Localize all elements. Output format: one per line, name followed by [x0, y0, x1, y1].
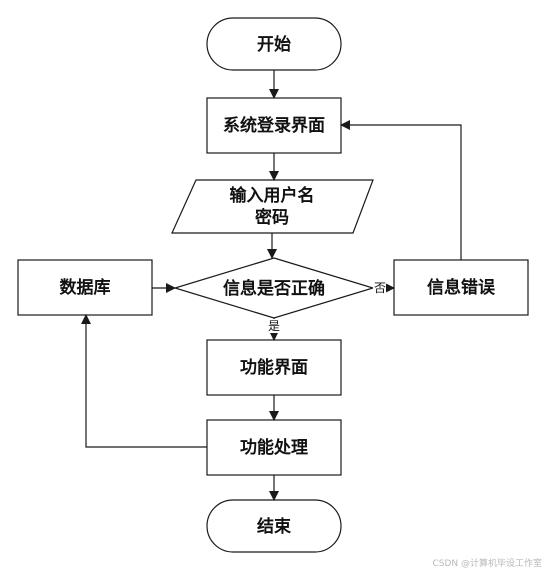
start-node: 开始 — [206, 17, 342, 71]
error-label: 信息错误 — [427, 277, 496, 298]
edge-label-no-bg — [373, 280, 386, 294]
watermark-text: CSDN @计算机毕设工作室 — [432, 559, 542, 569]
input-label-line2: 密码 — [255, 207, 289, 228]
input-label-line1: 输入用户名 — [230, 185, 315, 206]
edge-label-yes: 是 — [268, 319, 280, 333]
end-node: 结束 — [206, 499, 342, 553]
function-process-label: 功能处理 — [240, 437, 308, 458]
edge-process-to-database — [81, 314, 207, 448]
database-label: 数据库 — [60, 277, 111, 298]
edge-label-no: 否 — [374, 281, 386, 295]
login-ui-label: 系统登录界面 — [223, 115, 325, 136]
function-ui-node: 功能界面 — [206, 339, 342, 396]
input-node: 输入用户名 密码 — [171, 179, 374, 234]
edge-label-yes-bg — [266, 319, 282, 333]
function-process-node: 功能处理 — [206, 419, 342, 476]
edge-error-to-login — [340, 120, 462, 260]
login-ui-node: 系统登录界面 — [206, 97, 342, 154]
check-decision-node: 信息是否正确 — [172, 257, 376, 319]
check-decision-label: 信息是否正确 — [223, 278, 325, 299]
function-ui-label: 功能界面 — [240, 357, 308, 378]
error-node: 信息错误 — [393, 259, 529, 316]
start-label: 开始 — [257, 34, 291, 55]
database-node: 数据库 — [17, 259, 153, 316]
end-label: 结束 — [257, 516, 291, 537]
